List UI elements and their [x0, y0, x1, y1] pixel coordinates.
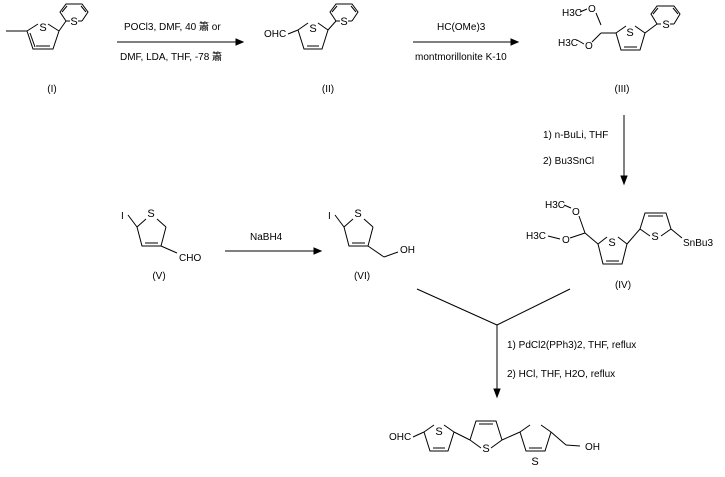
compound-v-label: (V) — [152, 271, 165, 282]
compound-vi-label: (VI) — [354, 271, 370, 282]
sulfur-label: S — [608, 237, 615, 249]
sulfur-label: S — [147, 208, 154, 220]
compound-ii: OHC S S (II) — [264, 3, 359, 95]
compound-i-label: (I) — [47, 84, 56, 95]
sulfur-label: S — [39, 22, 46, 34]
step1-conditions-line2: DMF, LDA, THF, -78 簫 — [120, 50, 222, 63]
reaction-arrow-step4: NaBH4 — [225, 232, 323, 255]
step3-conditions-line1: 1) n-BuLi, THF — [543, 130, 608, 141]
step1-conditions-line1: POCl3, DMF, 40 簫 or — [124, 20, 221, 33]
step5-conditions-line1: 1) PdCl2(PPh3)2, THF, reflux — [507, 340, 636, 351]
compound-v: I S CHO (V) — [121, 208, 201, 282]
sulfur-label: S — [435, 426, 442, 438]
compound-ii-group: OHC — [264, 29, 286, 40]
reaction-arrow-step5: 1) PdCl2(PPh3)2, THF, reflux 2) HCl, THF… — [416, 288, 636, 399]
compound-iii-methyl-1: H3C — [562, 8, 582, 19]
sulfur-label: S — [662, 19, 669, 31]
step4-conditions-line1: NaBH4 — [250, 232, 283, 243]
compound-iv-label: (IV) — [615, 280, 631, 291]
compound-iv-oxygen-1: O — [572, 207, 580, 218]
sulfur-label: S — [340, 16, 347, 28]
compound-iii-label: (III) — [615, 84, 630, 95]
sulfur-label: S — [309, 23, 316, 35]
reaction-arrow-step2: HC(OMe)3 montmorillonite K-10 — [413, 22, 520, 63]
compound-vi: I S OH (VI) — [328, 208, 415, 282]
compound-i: S S (I) — [6, 3, 89, 95]
reaction-arrow-step3: 1) n-BuLi, THF 2) Bu3SnCl — [543, 115, 628, 186]
compound-iii-oxygen-1: O — [588, 4, 596, 15]
compound-iv-methyl-1: H3C — [545, 200, 565, 211]
compound-ii-label: (II) — [322, 84, 334, 95]
compound-iv: H3C O H3C O S S SnBu3 (IV) — [526, 200, 713, 291]
compound-vi-hydroxyl: OH — [400, 245, 415, 256]
compound-v-iodo: I — [121, 211, 124, 222]
compound-v-aldehyde: CHO — [179, 253, 201, 264]
reaction-arrow-step1: POCl3, DMF, 40 簫 or DMF, LDA, THF, -78 簫 — [117, 20, 245, 63]
compound-iii-methyl-2: H3C — [558, 38, 578, 49]
compound-iv-stannyl: SnBu3 — [683, 238, 713, 249]
product-aldehyde-group: OHC — [389, 432, 411, 443]
sulfur-label: S — [482, 443, 489, 455]
step3-conditions-line2: 2) Bu3SnCl — [543, 156, 594, 167]
sulfur-label: S — [531, 456, 538, 468]
sulfur-label: S — [354, 208, 361, 220]
compound-iv-methyl-2: H3C — [526, 231, 546, 242]
compound-iii: H3C O H3C O S S (III) — [558, 4, 681, 95]
sulfur-label: S — [651, 231, 658, 243]
step2-conditions-line2: montmorillonite K-10 — [415, 52, 507, 63]
sulfur-label: S — [626, 27, 633, 39]
compound-vi-iodo: I — [328, 211, 331, 222]
product-hydroxyl: OH — [585, 442, 600, 453]
step5-conditions-line2: 2) HCl, THF, H2O, reflux — [507, 369, 615, 380]
final-product: OHC S S S OH — [389, 420, 600, 468]
compound-iii-oxygen-2: O — [585, 41, 593, 52]
step2-conditions-line1: HC(OMe)3 — [437, 22, 486, 33]
compound-iv-oxygen-2: O — [562, 235, 570, 246]
sulfur-label: S — [70, 16, 77, 28]
